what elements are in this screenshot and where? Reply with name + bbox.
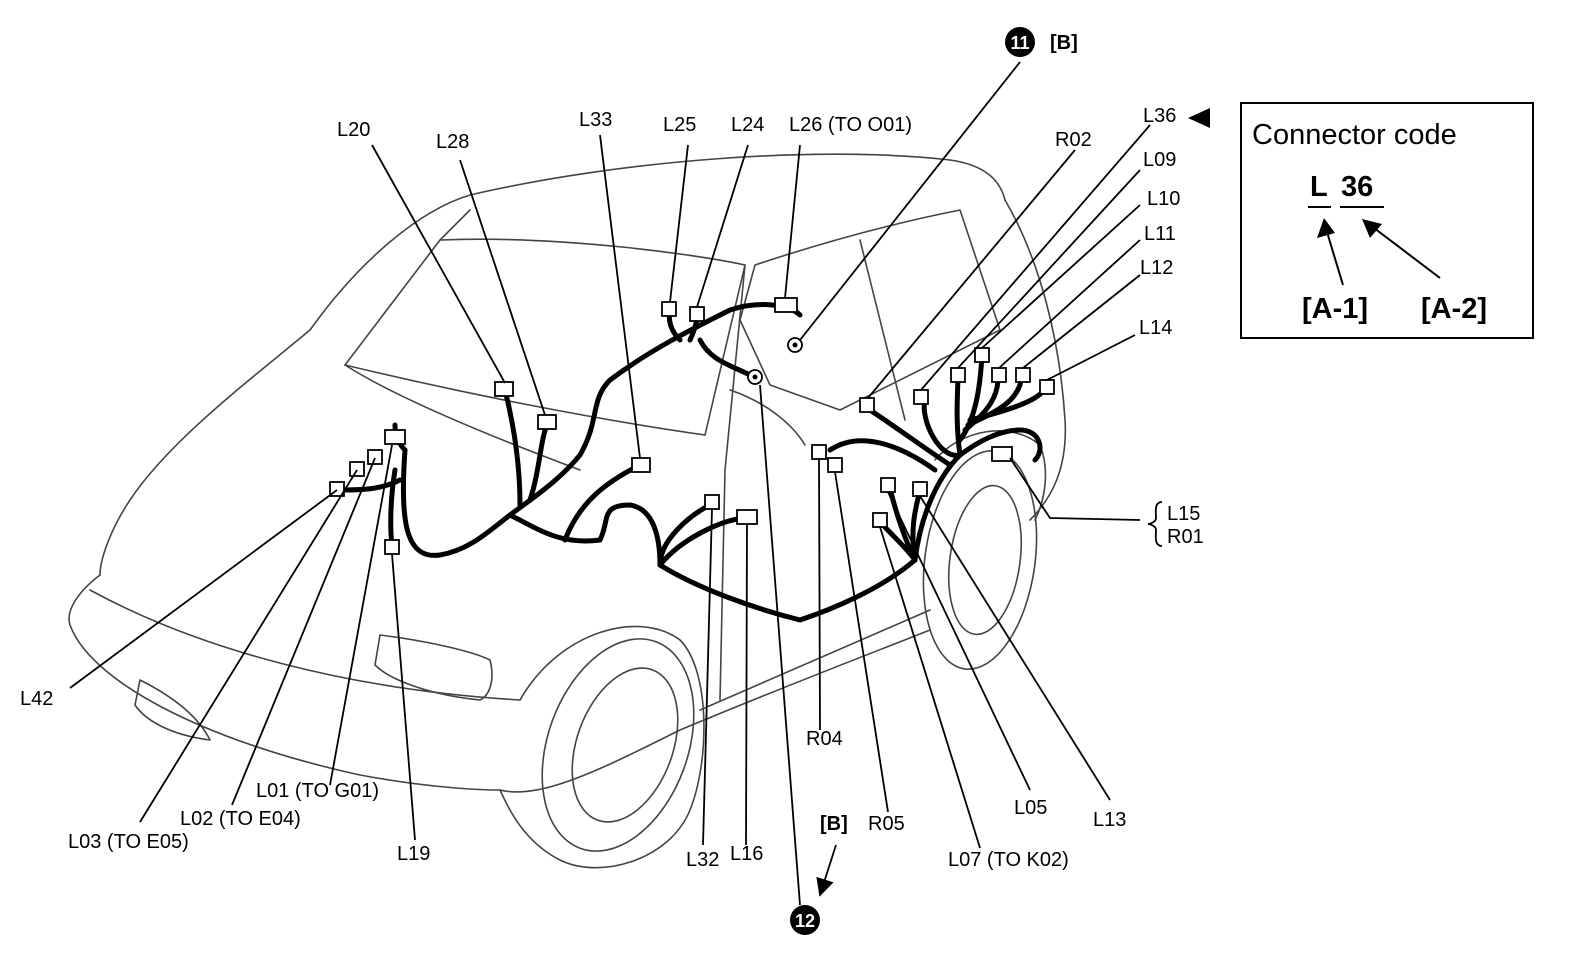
main-harness bbox=[337, 302, 1048, 623]
connector-code-legend: Connector code L 36 [A-1] [A-2] bbox=[1240, 102, 1534, 339]
label-L03: L03 (TO E05) bbox=[68, 831, 189, 853]
label-L28: L28 bbox=[436, 131, 469, 153]
ground-11-number: 11 bbox=[1010, 33, 1029, 53]
label-L05: L05 bbox=[1014, 797, 1047, 819]
label-L20: L20 bbox=[337, 119, 370, 141]
ground-point-11: 11 [B] bbox=[1005, 27, 1078, 57]
leader-lines bbox=[69, 61, 1210, 906]
label-L36: L36 bbox=[1143, 105, 1176, 127]
ground-12-ref: [B] bbox=[820, 813, 848, 835]
label-R02: R02 bbox=[1055, 129, 1092, 151]
label-L19: L19 bbox=[397, 843, 430, 865]
label-L01: L01 (TO G01) bbox=[256, 780, 379, 802]
label-L07: L07 (TO K02) bbox=[948, 849, 1069, 871]
label-R01: R01 bbox=[1167, 526, 1204, 548]
label-L15: L15 bbox=[1167, 503, 1200, 525]
legend-number: 36 bbox=[1341, 171, 1373, 203]
ground-12-number: 12 bbox=[795, 911, 815, 931]
label-L42: L42 bbox=[20, 688, 53, 710]
ground-11-ref: [B] bbox=[1050, 32, 1078, 54]
label-L26: L26 (TO O01) bbox=[789, 114, 912, 136]
label-L09: L09 bbox=[1143, 149, 1176, 171]
label-L32: L32 bbox=[686, 849, 719, 871]
label-L33: L33 bbox=[579, 109, 612, 131]
connector-labels: L20 L28 L33 L25 L24 L26 (TO O01) R02 L36… bbox=[20, 105, 1204, 871]
label-L14: L14 bbox=[1139, 317, 1172, 339]
label-L02: L02 (TO E04) bbox=[180, 808, 301, 830]
label-L11: L11 bbox=[1144, 223, 1176, 245]
label-R05: R05 bbox=[868, 813, 905, 835]
legend-a2: [A-2] bbox=[1421, 293, 1487, 325]
label-L16: L16 bbox=[730, 843, 763, 865]
label-L24: L24 bbox=[731, 114, 764, 136]
label-L10: L10 bbox=[1147, 188, 1180, 210]
label-L12: L12 bbox=[1140, 257, 1173, 279]
legend-title: Connector code bbox=[1252, 119, 1457, 151]
label-L25: L25 bbox=[663, 114, 696, 136]
car-body-outline bbox=[68, 153, 1067, 869]
brace bbox=[1147, 501, 1163, 547]
legend-prefix: L bbox=[1310, 171, 1328, 203]
label-L13: L13 bbox=[1093, 809, 1126, 831]
ground-point-12: 12 [B] bbox=[790, 813, 848, 935]
legend-a1: [A-1] bbox=[1302, 293, 1368, 325]
label-R04: R04 bbox=[806, 728, 843, 750]
